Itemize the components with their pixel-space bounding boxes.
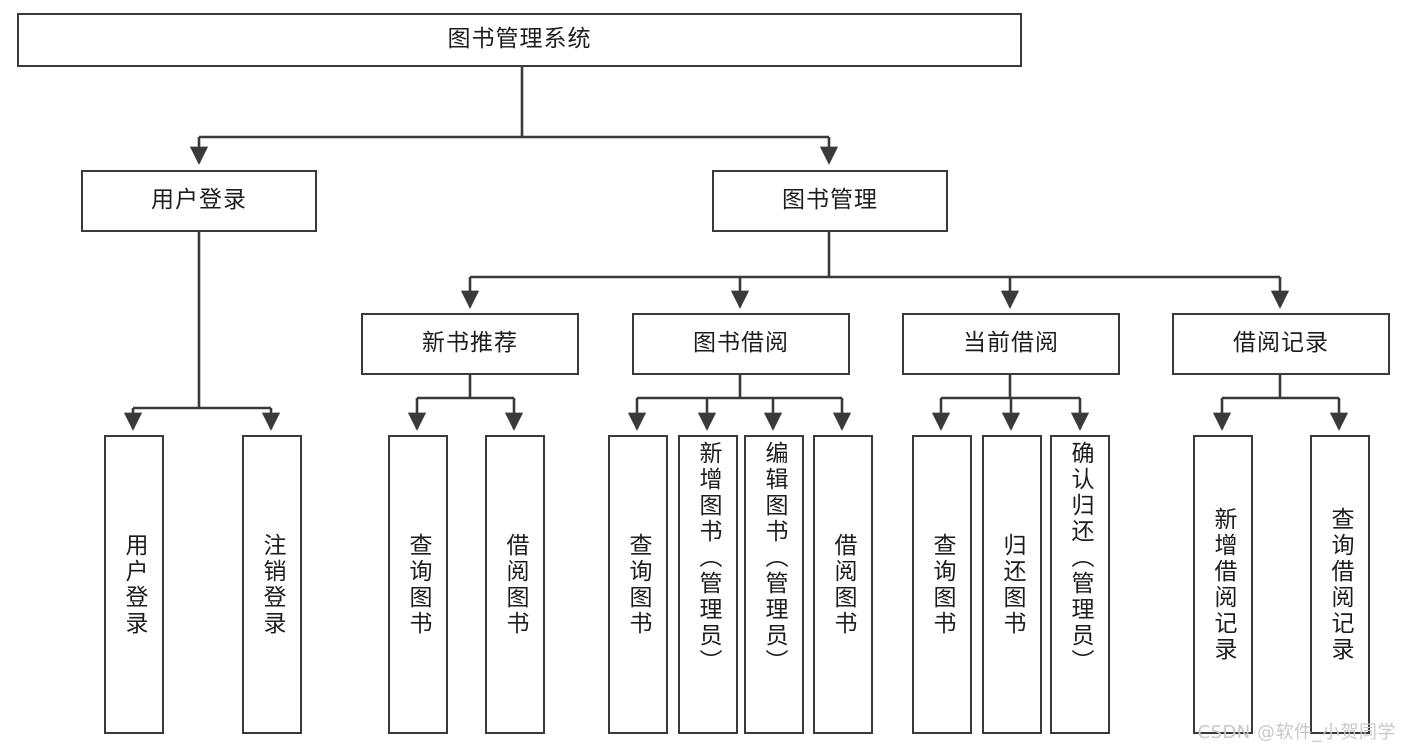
node-leaf-user-login[interactable]: 用户登录 [104,435,164,734]
node-label: 查询借阅记录 [1327,506,1353,663]
node-label: 用户登录 [121,532,147,637]
node-leaf-add-book-admin[interactable]: 新增图书（管理员） [678,435,738,734]
node-label: 查询图书 [625,532,651,637]
node-leaf-confirm-return-admin[interactable]: 确认归还（管理员） [1050,435,1110,734]
node-label: 查询图书 [405,532,431,637]
node-label: 图书借阅 [693,330,789,357]
node-new-book-recommend[interactable]: 新书推荐 [361,313,579,375]
node-user-login[interactable]: 用户登录 [81,170,317,232]
node-label: 当前借阅 [963,330,1059,357]
node-book-borrow[interactable]: 图书借阅 [632,313,850,375]
node-label: 注销登录 [259,532,285,637]
node-leaf-return-book[interactable]: 归还图书 [982,435,1042,734]
node-label: 新书推荐 [422,330,518,357]
node-leaf-logout[interactable]: 注销登录 [242,435,302,734]
node-leaf-edit-book-admin[interactable]: 编辑图书（管理员） [744,435,804,734]
node-leaf-borrow-book[interactable]: 借阅图书 [813,435,873,734]
node-borrow-record[interactable]: 借阅记录 [1172,313,1390,375]
node-leaf-query-book-current[interactable]: 查询图书 [912,435,972,734]
node-leaf-query-borrow-record[interactable]: 查询借阅记录 [1310,435,1370,734]
node-label: 确认归还（管理员） [1067,441,1093,675]
node-label: 图书管理系统 [447,26,592,53]
node-leaf-query-book-recommend[interactable]: 查询图书 [388,435,448,734]
node-root-book-management-system[interactable]: 图书管理系统 [17,13,1022,67]
node-label: 新增借阅记录 [1210,506,1236,663]
node-label: 借阅图书 [830,532,856,637]
node-label: 编辑图书（管理员） [761,441,787,675]
node-current-borrow[interactable]: 当前借阅 [902,313,1120,375]
node-label: 图书管理 [782,187,878,214]
node-leaf-query-book-borrow[interactable]: 查询图书 [608,435,668,734]
node-leaf-borrow-book-recommend[interactable]: 借阅图书 [485,435,545,734]
node-book-management[interactable]: 图书管理 [712,170,948,232]
node-label: 借阅图书 [502,532,528,637]
node-label: 查询图书 [929,532,955,637]
node-label: 用户登录 [151,187,247,214]
node-label: 新增图书（管理员） [695,441,721,675]
node-label: 借阅记录 [1233,330,1329,357]
node-label: 归还图书 [999,532,1025,637]
node-leaf-add-borrow-record[interactable]: 新增借阅记录 [1193,435,1253,734]
